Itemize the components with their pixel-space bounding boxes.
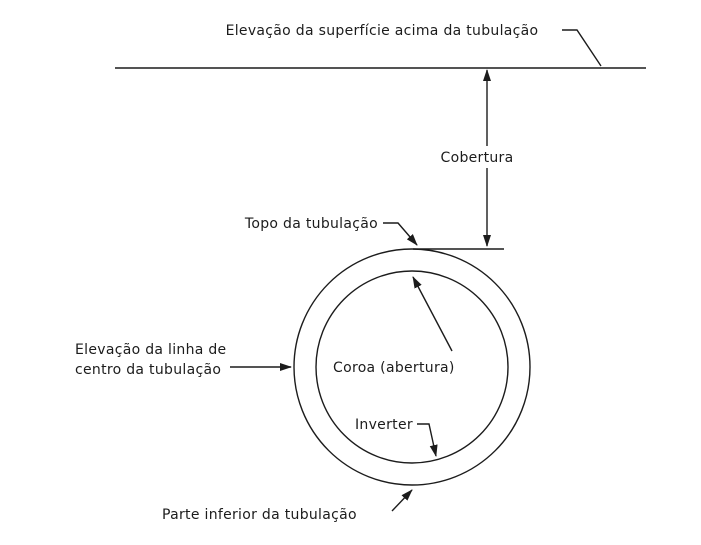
pipe-bottom-leader-line bbox=[391, 489, 413, 512]
pipe-outer-circle bbox=[293, 248, 531, 486]
invert-label: Inverter bbox=[355, 417, 413, 433]
invert-leader-line bbox=[417, 423, 438, 457]
crown-leader-line bbox=[412, 276, 453, 352]
pipe-bottom-label: Parte inferior da tubulação bbox=[162, 507, 357, 523]
centerline-label-line1: Elevação da linha de bbox=[75, 342, 226, 358]
crown-label: Coroa (abertura) bbox=[333, 360, 455, 376]
surface-elevation-label: Elevação da superfície acima da tubulaçã… bbox=[226, 23, 539, 39]
cover-label: Cobertura bbox=[441, 150, 514, 166]
pipe-inner-circle bbox=[315, 270, 509, 464]
surface-label-leader-line bbox=[562, 29, 602, 67]
cover-label-backing bbox=[434, 146, 520, 168]
pipe-top-leader-line bbox=[383, 222, 418, 246]
centerline-label-line2: centro da tubulação bbox=[75, 362, 221, 378]
pipe-top-label: Topo da tubulação bbox=[244, 216, 378, 232]
